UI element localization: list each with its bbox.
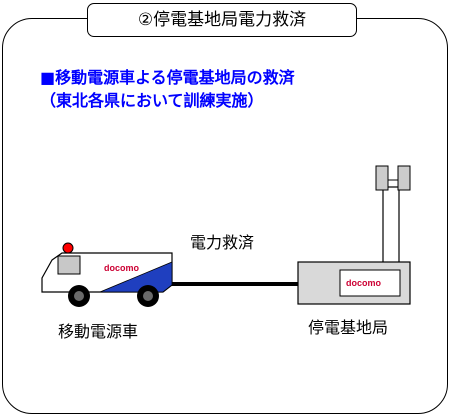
antenna-panel-left (375, 165, 389, 191)
headline-line-2: （東北各県において訓練実施） (40, 91, 264, 110)
diagram-frame (2, 18, 448, 414)
antenna-panel-right (397, 165, 411, 191)
truck-label: 移動電源車 (58, 322, 139, 341)
headline: ■移動電源車よる停電基地局の救済 （東北各県において訓練実施） (40, 66, 295, 112)
rear-wheel-hub (143, 291, 153, 301)
station-label: 停電基地局 (308, 318, 389, 337)
page-title: ②停電基地局電力救済 (87, 3, 357, 37)
station-label-plate (339, 269, 401, 297)
truck-logo: docomo (104, 263, 140, 273)
front-wheel-hub (74, 291, 84, 301)
power-truck: docomo (41, 242, 173, 307)
truck-window (57, 255, 81, 275)
supply-label: 電力救済 (190, 233, 255, 252)
base-station: docomo (297, 165, 411, 305)
station-logo: docomo (346, 278, 382, 288)
beacon-light (62, 242, 74, 254)
antenna-mast (382, 186, 400, 264)
headline-line-1: ■移動電源車よる停電基地局の救済 (40, 68, 295, 87)
